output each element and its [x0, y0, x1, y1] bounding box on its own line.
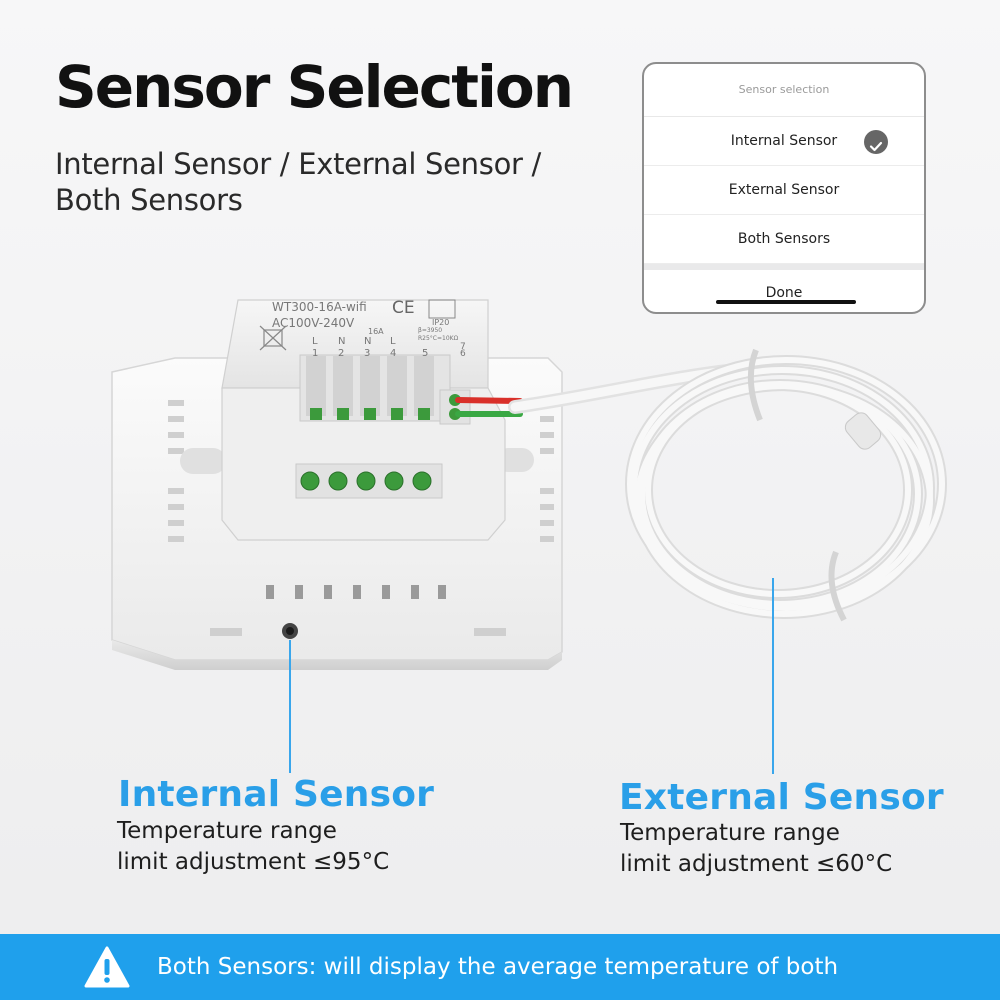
terminal-number-4: 4 — [390, 348, 396, 359]
sensor-resistance: R25°C=10KΩ — [418, 335, 459, 342]
terminal-number-6: 6 — [460, 349, 466, 359]
sensor-selection-popup: Sensor selection Internal Sensor Externa… — [642, 62, 926, 314]
external-sensor-title: External Sensor — [619, 777, 944, 818]
external-sensor-line-1: Temperature range — [620, 820, 840, 846]
popup-header: Sensor selection — [644, 64, 924, 117]
terminal-label-4: L — [390, 336, 396, 347]
device-current: 16A — [368, 327, 384, 336]
internal-sensor-line-1: Temperature range — [117, 818, 337, 844]
external-sensor-cable — [455, 348, 947, 622]
terminal-number-1: 1 — [312, 348, 318, 359]
info-banner: Both Sensors: will display the average t… — [0, 934, 1000, 1000]
option-both-sensors[interactable]: Both Sensors — [644, 215, 924, 264]
internal-sensor-line-2: limit adjustment ≤95°C — [117, 849, 390, 875]
device-voltage: AC100V-240V — [272, 316, 355, 330]
internal-sensor-title: Internal Sensor — [118, 774, 435, 815]
terminal-number-7: 7 — [460, 342, 466, 352]
internal-sensor-description: Temperature range limit adjustment ≤95°C — [117, 816, 389, 878]
terminal-label-1: L — [312, 336, 318, 347]
terminal-label-2: N — [338, 336, 345, 347]
option-label: Internal Sensor — [730, 133, 838, 149]
terminal-box — [221, 299, 506, 541]
page-subtitle: Internal Sensor / External Sensor / Both… — [55, 147, 542, 217]
sensor-beta: β=3950 — [418, 327, 442, 334]
external-sensor-description: Temperature range limit adjustment ≤60°C — [620, 818, 892, 880]
page-title: Sensor Selection — [55, 53, 574, 121]
option-label: Both Sensors — [737, 231, 831, 247]
external-sensor-line-2: limit adjustment ≤60°C — [620, 851, 893, 877]
ce-mark: CE — [392, 298, 415, 318]
warning-icon — [84, 946, 130, 988]
terminal-number-2: 2 — [338, 348, 344, 359]
option-internal-sensor[interactable]: Internal Sensor — [644, 117, 924, 166]
done-button[interactable]: Done — [765, 285, 803, 301]
terminal-number-3: 3 — [364, 348, 370, 359]
disposal-icon — [259, 325, 287, 351]
option-label: External Sensor — [728, 182, 840, 198]
terminal-number-5: 5 — [422, 348, 428, 359]
terminal-label-3: N — [364, 336, 371, 347]
banner-text: Both Sensors: will display the average t… — [157, 954, 839, 980]
internal-pointer-line — [289, 640, 291, 773]
popup-divider — [644, 264, 924, 270]
external-pointer-line — [772, 578, 774, 774]
checkmark-icon — [864, 130, 888, 154]
device-model: WT300-16A-wifi — [272, 300, 367, 314]
option-external-sensor[interactable]: External Sensor — [644, 166, 924, 215]
device-ip-rating: IP20 — [432, 318, 449, 327]
home-indicator — [716, 300, 856, 304]
